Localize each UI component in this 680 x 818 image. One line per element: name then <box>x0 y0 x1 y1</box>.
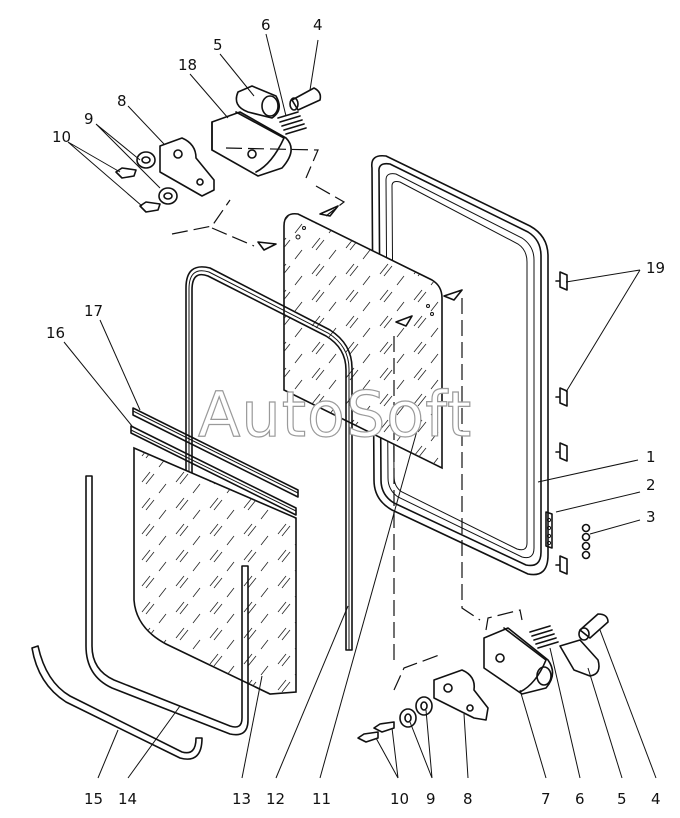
callout-9-top: 9 <box>84 110 94 128</box>
leader-lines <box>63 33 657 779</box>
callout-8-top: 8 <box>117 92 127 110</box>
callout-4-bottom: 4 <box>651 790 661 808</box>
callout-8-bottom: 8 <box>463 790 473 808</box>
callout-11: 11 <box>312 790 331 808</box>
window-frame <box>370 154 549 576</box>
bottom-seal-strip <box>31 645 203 760</box>
upper-glass-pane <box>283 212 443 470</box>
watermark-text: AutoSoft <box>198 378 472 451</box>
lock-strip <box>545 511 553 549</box>
callout-18: 18 <box>178 56 197 74</box>
callout-13: 13 <box>232 790 251 808</box>
upper-hinge-assembly <box>115 85 346 251</box>
glass-seal-profile <box>185 266 353 651</box>
callout-1: 1 <box>646 448 656 466</box>
callout-19: 19 <box>646 259 665 277</box>
callout-10-top: 10 <box>52 128 71 146</box>
callout-4-top: 4 <box>313 16 323 34</box>
callout-9-bottom: 9 <box>426 790 436 808</box>
callout-15: 15 <box>84 790 103 808</box>
lower-hinge-assembly <box>357 289 609 743</box>
callout-16: 16 <box>46 324 65 342</box>
hinge-plate-group <box>555 271 568 575</box>
callout-5-bottom: 5 <box>617 790 627 808</box>
callout-labels: 4 6 5 18 8 9 10 19 17 16 1 2 3 15 14 13 … <box>46 16 665 808</box>
lower-glass-pane <box>133 446 297 695</box>
callout-5-top: 5 <box>213 36 223 54</box>
callout-6-bottom: 6 <box>575 790 585 808</box>
callout-7: 7 <box>541 790 551 808</box>
screw-set <box>581 523 591 560</box>
lower-seal-u <box>85 475 249 736</box>
callout-6-top: 6 <box>261 16 271 34</box>
callout-10-bottom: 10 <box>390 790 409 808</box>
callout-14: 14 <box>118 790 137 808</box>
callout-2: 2 <box>646 476 656 494</box>
callout-12: 12 <box>266 790 285 808</box>
callout-3: 3 <box>646 508 656 526</box>
sealing-strips <box>130 407 299 516</box>
callout-17: 17 <box>84 302 103 320</box>
